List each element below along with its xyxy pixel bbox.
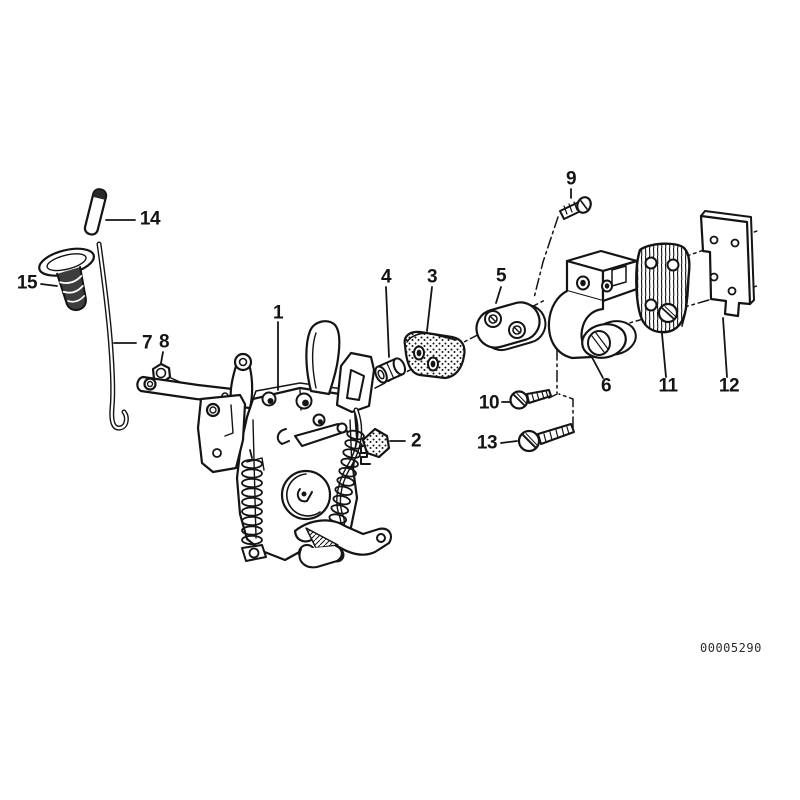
axis-screw13 <box>558 393 574 429</box>
callout-label-6: 6 <box>600 375 612 397</box>
part-4-bushing <box>374 357 407 384</box>
leader-3 <box>426 286 433 332</box>
part-12-backing-plate <box>699 210 755 318</box>
leader-15 <box>40 283 58 287</box>
callout-label-2: 2 <box>410 430 422 452</box>
lock-cam <box>280 469 332 521</box>
lock-spring-left <box>241 449 263 546</box>
leader-8 <box>160 351 164 364</box>
callout-label-8: 8 <box>158 331 170 353</box>
callout-label-4: 4 <box>380 266 392 288</box>
lock-left-bracket <box>196 393 247 474</box>
part-3-rubber-buffer <box>403 330 466 380</box>
callout-label-7: 7 <box>141 332 153 354</box>
part-6-striker <box>547 249 639 360</box>
lock-bottom-lever <box>293 519 393 569</box>
part-11-gasket <box>635 242 691 334</box>
part-13-screw <box>517 423 575 453</box>
part-2-cap-nut <box>361 427 391 459</box>
part-14-pin <box>83 188 108 236</box>
callout-label-14: 14 <box>139 208 161 230</box>
callout-label-13: 13 <box>476 432 498 454</box>
lock-flag-lever <box>305 320 341 396</box>
part-5-spacer-plate <box>475 301 547 352</box>
callout-label-5: 5 <box>495 265 507 287</box>
part-1-lock-assembly <box>136 320 393 569</box>
part-7-rod <box>96 241 129 431</box>
leader-5 <box>495 286 502 304</box>
callout-label-10: 10 <box>478 392 500 414</box>
callout-label-11: 11 <box>658 375 678 397</box>
callout-label-3: 3 <box>426 266 438 288</box>
drawing-number: 00005290 <box>700 641 762 655</box>
axis-nut8 <box>170 377 194 389</box>
part-15-grommet <box>38 247 95 312</box>
leader-12 <box>722 317 728 378</box>
leader-4 <box>385 286 390 358</box>
part-9-screw <box>559 196 592 220</box>
lock-spring-right <box>328 429 365 524</box>
part-10-screw <box>509 389 552 410</box>
callout-label-12: 12 <box>718 375 740 397</box>
callout-label-1: 1 <box>272 302 284 324</box>
leader-13 <box>500 440 518 444</box>
lock-hook <box>276 428 290 445</box>
striker-roller <box>581 320 637 359</box>
callout-label-15: 15 <box>16 272 38 294</box>
callout-label-9: 9 <box>565 168 577 190</box>
lock-mid-lever <box>294 423 348 447</box>
axis-screw9 <box>533 216 559 299</box>
